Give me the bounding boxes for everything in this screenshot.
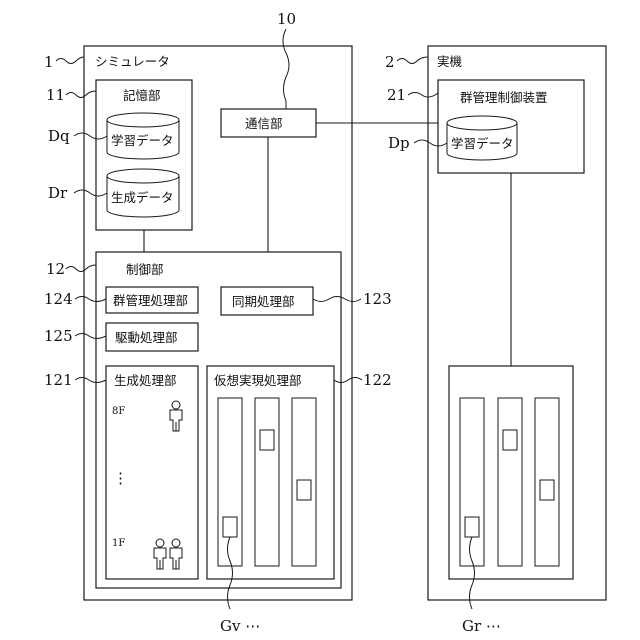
drive-unit-label: 駆動処理部 [115, 330, 178, 345]
virtual-shaft-2 [255, 398, 279, 566]
ref-2-label: 2 [385, 53, 395, 71]
storage-unit-label: 記憶部 [123, 88, 161, 103]
real-machine-label: 実機 [437, 54, 463, 69]
ref-122-label: 122 [363, 371, 392, 389]
floor-bottom-label: 1F [112, 538, 125, 549]
ref-2-leader [397, 57, 428, 64]
real-shaft-2 [498, 398, 522, 566]
ref-dp-label: Dp [388, 134, 410, 152]
virtual-shaft-1 [218, 398, 242, 566]
ref-121-label: 121 [44, 371, 73, 389]
ref-1-label: 1 [44, 53, 54, 71]
gen-proc-unit-label: 生成処理部 [114, 373, 177, 388]
ref-10-label: 10 [277, 10, 296, 28]
generated-data-label: 生成データ [111, 190, 174, 205]
ref-21-label: 21 [387, 86, 406, 104]
learning-data-real-label: 学習データ [451, 136, 514, 151]
virtual-unit-label: 仮想実現処理部 [214, 373, 302, 388]
ref-124-label: 124 [44, 290, 73, 308]
ref-125-label: 125 [44, 327, 73, 345]
virtual-car-3 [297, 480, 311, 500]
real-car-2 [503, 430, 517, 450]
sync-unit-label: 同期処理部 [232, 294, 295, 309]
floor-top-label: 8F [112, 406, 125, 417]
group-control-device-label: 群管理制御装置 [460, 90, 548, 105]
ref-123-label: 123 [363, 290, 392, 308]
group-mgmt-unit-label: 群管理処理部 [113, 293, 188, 308]
virtual-car-1 [223, 517, 237, 537]
control-unit-label: 制御部 [126, 262, 164, 277]
floor-dots-label: ⋮ [113, 469, 129, 487]
ref-dr-label: Dr [48, 184, 68, 202]
learning-data-sim-label: 学習データ [111, 133, 174, 148]
real-shaft-1 [460, 398, 484, 566]
real-car-1 [465, 517, 479, 537]
simulator-label: シミュレータ [95, 54, 170, 69]
ref-1-leader [56, 57, 84, 64]
ref-11-label: 11 [46, 86, 65, 104]
ref-dq-label: Dq [48, 127, 70, 145]
gv-label: Gv ⋯ [220, 617, 260, 635]
virtual-car-2 [260, 430, 274, 450]
real-car-3 [540, 480, 554, 500]
ref-12-label: 12 [46, 260, 65, 278]
gr-label: Gr ⋯ [462, 617, 501, 635]
comm-unit-label: 通信部 [245, 116, 283, 131]
